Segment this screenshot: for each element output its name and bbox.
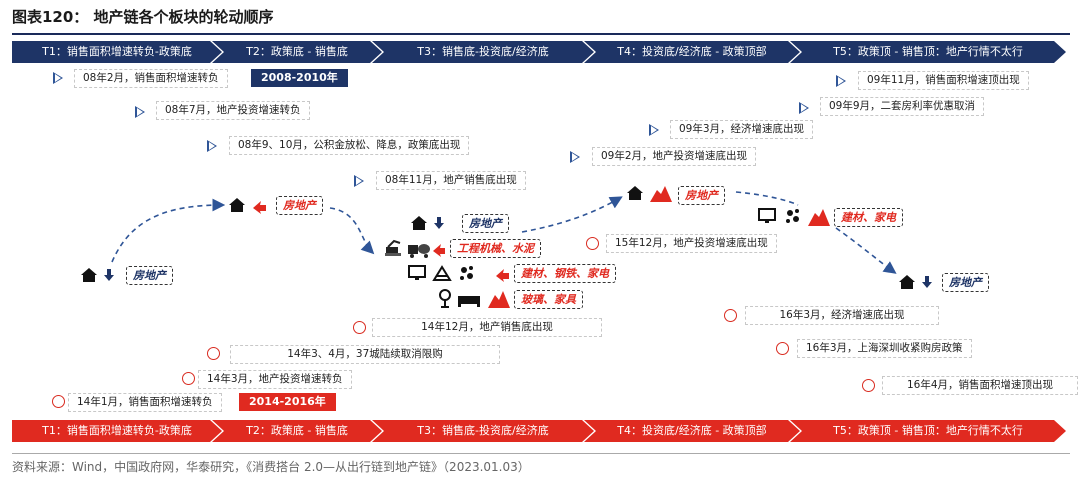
note-0902: 09年2月，地产投资增速底出现 [592, 147, 757, 166]
house-up-icon-group [627, 186, 672, 202]
phase-t5-bottom: T5：政策顶 - 销售顶：地产行情不太行 [790, 420, 1066, 442]
note-0802: 08年2月，销售面积增速转负 [74, 69, 228, 88]
note-1603-b: 16年3月，上海深圳收紧购房政策 [797, 339, 972, 358]
circle-marker-icon [586, 237, 599, 250]
house-icon [411, 216, 427, 230]
phase-t3-bottom: T3：销售底-投资底/经济底 [372, 420, 594, 442]
play-triangle-icon [799, 102, 809, 114]
phase-t4-bottom: T4：投资底/经济底 - 政策顶部 [584, 420, 800, 442]
up-arrow-icon [433, 244, 445, 257]
monitor-icon [758, 208, 776, 223]
house-icon [899, 275, 915, 289]
down-arrow-icon [434, 217, 444, 229]
note-0811: 08年11月，地产销售底出现 [376, 171, 526, 190]
note-1604: 16年4月，销售面积增速顶出现 [882, 376, 1078, 395]
phase-t3-top: T3：销售底-投资底/经济底 [372, 41, 594, 63]
red-chart-icon [808, 209, 830, 226]
sofa-icon [458, 296, 480, 307]
note-0807: 08年7月，地产投资增速转负 [156, 101, 310, 120]
flow-arrow-2 [329, 207, 375, 255]
note-0809: 08年9、10月，公积金放松、降息，政策底出现 [229, 136, 470, 155]
phase-t2-bottom: T2：政策底 - 销售底 [212, 420, 382, 442]
circle-marker-icon [52, 395, 65, 408]
tag-t3-glass: 玻璃、家具 [514, 290, 583, 309]
note-1403: 14年3月，地产投资增速转负 [198, 370, 352, 389]
play-triangle-icon [207, 140, 217, 152]
note-1603-a: 16年3月，经济增速底出现 [745, 306, 939, 325]
phase-t1-bottom: T1：销售面积增速转负-政策底 [12, 420, 222, 442]
play-triangle-icon [354, 175, 364, 187]
era-2008-badge: 2008-2010年 [251, 69, 348, 87]
flow-arrow-1 [111, 198, 226, 263]
house-icon [229, 198, 245, 212]
red-chart-icon [650, 186, 672, 202]
down-arrow-icon [922, 276, 932, 288]
circle-marker-icon [862, 379, 875, 392]
machinery-icon-group [385, 239, 445, 258]
play-triangle-icon [836, 75, 846, 87]
play-triangle-icon [649, 124, 659, 136]
era-2014-badge: 2014-2016年 [239, 393, 336, 411]
monitor-icon [408, 265, 426, 280]
red-chart-icon [488, 291, 510, 308]
chart-title: 图表120： 地产链各个板块的轮动顺序 [12, 8, 274, 26]
flow-arrow-5 [835, 227, 897, 274]
circle-marker-icon [776, 342, 789, 355]
note-1401: 14年1月，销售面积增速转负 [68, 393, 222, 412]
house-up-icon-group [229, 198, 266, 214]
ore-icon [460, 266, 473, 280]
down-arrow-icon [104, 269, 114, 281]
house-down-icon-group [81, 268, 114, 282]
play-triangle-icon [135, 106, 145, 118]
house-down-icon-group [411, 216, 444, 230]
tag-t3-machinery: 工程机械、水泥 [450, 239, 541, 258]
note-1403-04: 14年3、4月，37城陆续取消限购 [230, 345, 500, 364]
flow-arrow-3 [521, 196, 623, 233]
phase-t2-top: T2：政策底 - 销售底 [212, 41, 382, 63]
phase-bar-bottom: T1：销售面积增速转负-政策底 T2：政策底 - 销售底 T3：销售底-投资底/… [12, 420, 1070, 442]
play-triangle-icon [570, 151, 580, 163]
tag-end-property: 房地产 [942, 273, 989, 292]
excavator-icon [385, 239, 401, 256]
circle-marker-icon [353, 321, 366, 334]
source-note: 资料来源：Wind，中国政府网，华泰研究，《消费搭台 2.0—从出行链到地产链》… [12, 460, 530, 474]
note-0909: 09年9月，二套房利率优惠取消 [820, 97, 985, 116]
appliance-materials-icon-group [758, 208, 830, 226]
tag-t3-materials: 建材、钢铁、家电 [514, 264, 616, 283]
glass-icon [439, 289, 451, 308]
tag-t2-property: 房地产 [276, 196, 323, 215]
phase-t5-top: T5：政策顶 - 销售顶：地产行情不太行 [790, 41, 1066, 63]
circle-marker-icon [182, 372, 195, 385]
flow-arrow-4 [735, 191, 799, 206]
note-0903: 09年3月，经济增速底出现 [670, 120, 814, 139]
circle-marker-icon [724, 309, 737, 322]
house-down-icon-group [899, 275, 932, 289]
up-arrow-icon [496, 269, 509, 282]
ore-icon [786, 209, 799, 223]
tag-t3-property: 房地产 [462, 214, 509, 233]
note-1512: 15年12月，地产投资增速底出现 [606, 234, 777, 253]
tag-t5-materials: 建材、家电 [834, 208, 903, 227]
house-icon [81, 268, 97, 282]
note-0911: 09年11月，销售面积增速顶出现 [858, 71, 1029, 90]
up-arrow-icon [253, 201, 266, 214]
circle-marker-icon [207, 347, 220, 360]
tag-start-property: 房地产 [126, 266, 173, 285]
glass-furniture-icon-group [439, 289, 510, 308]
source-divider [12, 453, 1070, 454]
house-icon [627, 186, 643, 200]
tag-t4-property: 房地产 [678, 186, 725, 205]
phase-t1-top: T1：销售面积增速转负-政策底 [12, 41, 222, 63]
note-1412: 14年12月，地产销售底出现 [372, 318, 602, 337]
phase-t4-top: T4：投资底/经济底 - 政策顶部 [584, 41, 800, 63]
phase-bar-top: T1：销售面积增速转负-政策底 T2：政策底 - 销售底 T3：销售底-投资底/… [12, 41, 1070, 63]
materials-icon-group [408, 265, 509, 282]
cement-truck-icon [408, 244, 430, 258]
play-triangle-icon [53, 72, 63, 84]
title-divider [12, 33, 1070, 35]
steel-beam-icon [432, 265, 452, 281]
